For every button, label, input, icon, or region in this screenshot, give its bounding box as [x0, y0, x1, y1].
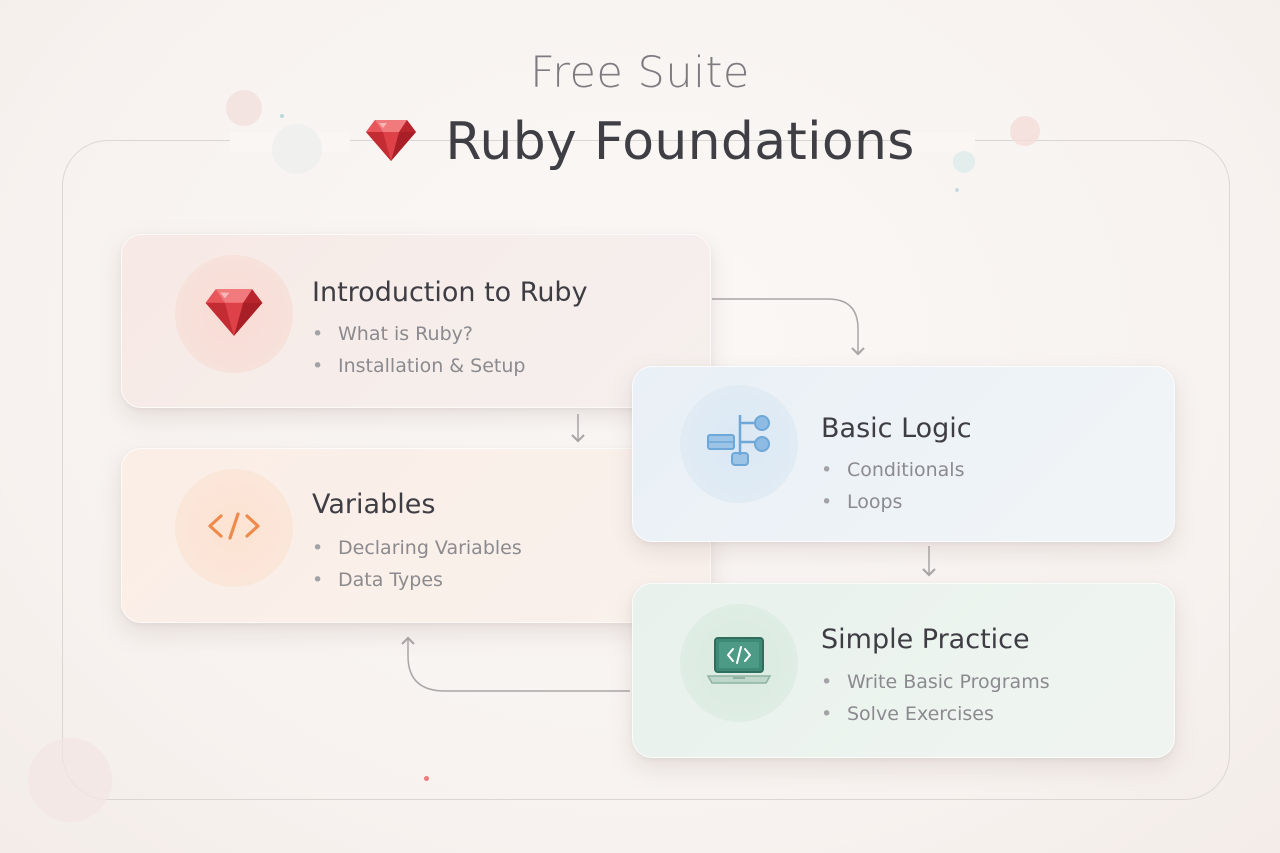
icon-badge	[175, 255, 293, 373]
topic-list: • Write Basic Programs • Solve Exercises	[821, 666, 1050, 730]
topic-list: • Conditionals • Loops	[821, 454, 965, 518]
topic-label: Installation & Setup	[338, 355, 526, 377]
bullet-icon: •	[821, 703, 833, 725]
bullet-icon: •	[312, 569, 324, 591]
topic-label: Data Types	[338, 569, 443, 591]
bullet-icon: •	[821, 491, 833, 513]
bullet-icon: •	[821, 459, 833, 481]
flowchart-icon	[706, 411, 772, 477]
list-item: • Data Types	[312, 564, 522, 596]
topic-label: Solve Exercises	[847, 703, 994, 725]
bullet-icon: •	[821, 671, 833, 693]
list-item: • Loops	[821, 486, 965, 518]
list-item: • Write Basic Programs	[821, 666, 1050, 698]
card-title: Variables	[312, 489, 436, 520]
list-item: • Solve Exercises	[821, 698, 1050, 730]
decor-dot	[280, 114, 284, 118]
ruby-gem-icon	[365, 118, 417, 166]
code-brackets-icon	[207, 511, 261, 545]
decor-bubble	[226, 90, 262, 126]
module-card-variables[interactable]: Variables • Declaring Variables • Data Typ…	[121, 448, 711, 623]
ruby-gem-icon	[204, 287, 264, 341]
decor-dot	[424, 776, 429, 781]
bullet-icon: •	[312, 537, 324, 559]
frame-gap-right	[905, 132, 975, 152]
decor-dot	[955, 188, 959, 192]
laptop-code-icon	[706, 635, 772, 691]
topic-list: • What is Ruby? • Installation & Setup	[312, 318, 525, 382]
decor-bubble	[1010, 116, 1040, 146]
card-title: Basic Logic	[821, 413, 972, 444]
decor-bubble	[272, 124, 322, 174]
decor-bubble	[28, 738, 112, 822]
list-item: • Installation & Setup	[312, 350, 525, 382]
decor-bubble	[953, 151, 975, 173]
page-supertitle: Free Suite	[530, 48, 750, 98]
card-title: Introduction to Ruby	[312, 277, 588, 308]
icon-badge	[680, 604, 798, 722]
icon-badge	[680, 385, 798, 503]
topic-list: • Declaring Variables • Data Types	[312, 532, 522, 596]
bullet-icon: •	[312, 355, 324, 377]
icon-badge	[175, 469, 293, 587]
topic-label: Declaring Variables	[338, 537, 522, 559]
page-title-row: Ruby Foundations	[0, 112, 1280, 172]
module-card-introduction[interactable]: Introduction to Ruby • What is Ruby? • Ins…	[121, 234, 711, 408]
list-item: • What is Ruby?	[312, 318, 525, 350]
topic-label: What is Ruby?	[338, 323, 473, 345]
background-frame	[62, 140, 1230, 800]
list-item: • Conditionals	[821, 454, 965, 486]
card-title: Simple Practice	[821, 624, 1030, 655]
page-title: Ruby Foundations	[445, 112, 915, 172]
module-card-basic-logic[interactable]: Basic Logic • Conditionals • Loops	[632, 366, 1175, 542]
topic-label: Conditionals	[847, 459, 965, 481]
module-card-simple-practice[interactable]: Simple Practice • Write Basic Programs • S…	[632, 583, 1175, 758]
topic-label: Write Basic Programs	[847, 671, 1050, 693]
topic-label: Loops	[847, 491, 903, 513]
bullet-icon: •	[312, 323, 324, 345]
list-item: • Declaring Variables	[312, 532, 522, 564]
